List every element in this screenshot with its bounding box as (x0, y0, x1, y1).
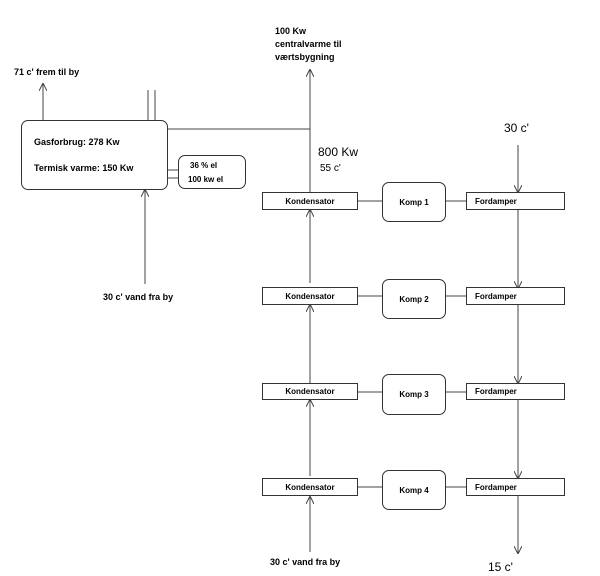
hot-water-out-label: 71 c' frem til by (14, 67, 80, 77)
city-water-label-bottom: 30 c' vand fra by (270, 557, 341, 567)
gas-consumption-label: Gasforbrug: 278 Kw (34, 137, 120, 147)
electric-power-label: 100 kw el (188, 175, 224, 184)
compressor-1: Komp 1 (382, 182, 446, 222)
top-output-line3: værtsbygning (275, 52, 335, 62)
evaporator-in-temp-label: 30 c' (504, 121, 529, 135)
city-water-label-left: 30 c' vand fra by (103, 292, 174, 302)
heat-pump-power-label: 800 Kw (318, 145, 359, 159)
heat-pump-temp-label: 55 c' (320, 163, 341, 174)
top-output-line2: centralvarme til (275, 39, 342, 49)
electric-efficiency-label: 36 % el (190, 161, 218, 170)
evaporator-1: Fordamper (466, 192, 565, 210)
evaporator-2: Fordamper (466, 287, 565, 305)
top-output-line1: 100 Kw (275, 26, 307, 36)
evaporator-3: Fordamper (466, 383, 565, 400)
electric-output-box: 36 % el 100 kw el (178, 155, 246, 189)
condenser-2: Kondensator (262, 287, 358, 305)
evaporator-out-temp-label: 15 c' (488, 560, 513, 574)
condenser-4: Kondensator (262, 478, 358, 496)
compressor-3: Komp 3 (382, 374, 446, 415)
thermal-heat-label: Termisk varme: 150 Kw (34, 163, 134, 173)
compressor-4: Komp 4 (382, 470, 446, 510)
condenser-1: Kondensator (262, 192, 358, 210)
evaporator-4: Fordamper (466, 478, 565, 496)
compressor-2: Komp 2 (382, 279, 446, 319)
gas-engine-unit: Gasforbrug: 278 Kw Termisk varme: 150 Kw (21, 120, 168, 190)
condenser-3: Kondensator (262, 383, 358, 400)
